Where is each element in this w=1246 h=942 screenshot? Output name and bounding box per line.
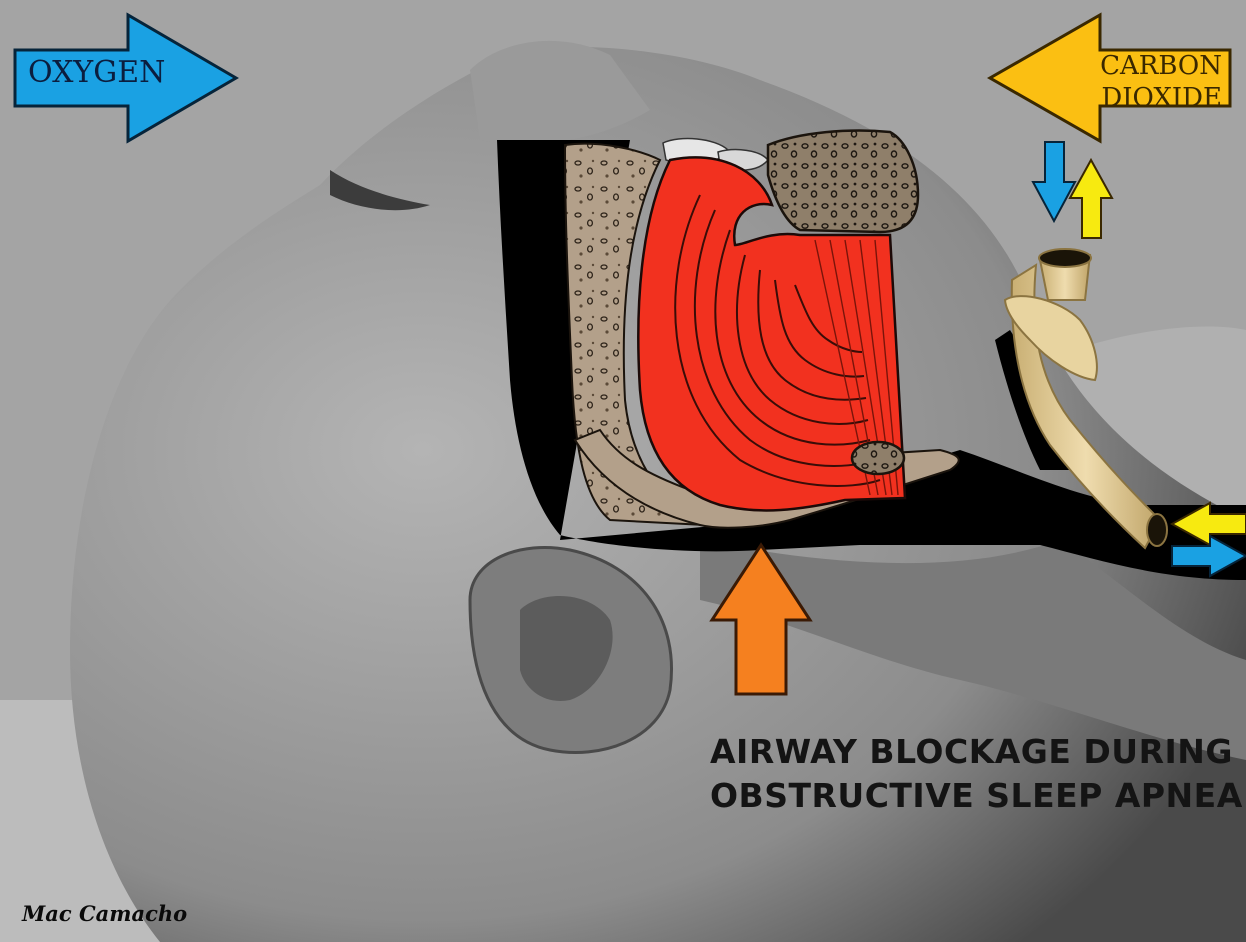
oxygen-label: OXYGEN xyxy=(28,55,165,90)
tube-top-opening xyxy=(1039,249,1091,267)
carbon-dioxide-label-line2: DIOXIDE xyxy=(1100,82,1222,114)
title-line2: OBSTRUCTIVE SLEEP APNEA xyxy=(710,774,1243,818)
diagram-title: AIRWAY BLOCKAGE DURING OBSTRUCTIVE SLEEP… xyxy=(710,730,1243,818)
hyoid-bone xyxy=(852,442,904,474)
carbon-dioxide-label-line1: CARBON xyxy=(1100,50,1222,82)
author-signature: Mac Camacho xyxy=(22,901,187,926)
title-line1: AIRWAY BLOCKAGE DURING xyxy=(710,730,1243,774)
tube-end-opening xyxy=(1147,514,1167,546)
palate xyxy=(768,131,918,232)
carbon-dioxide-label: CARBON DIOXIDE xyxy=(1100,50,1222,114)
